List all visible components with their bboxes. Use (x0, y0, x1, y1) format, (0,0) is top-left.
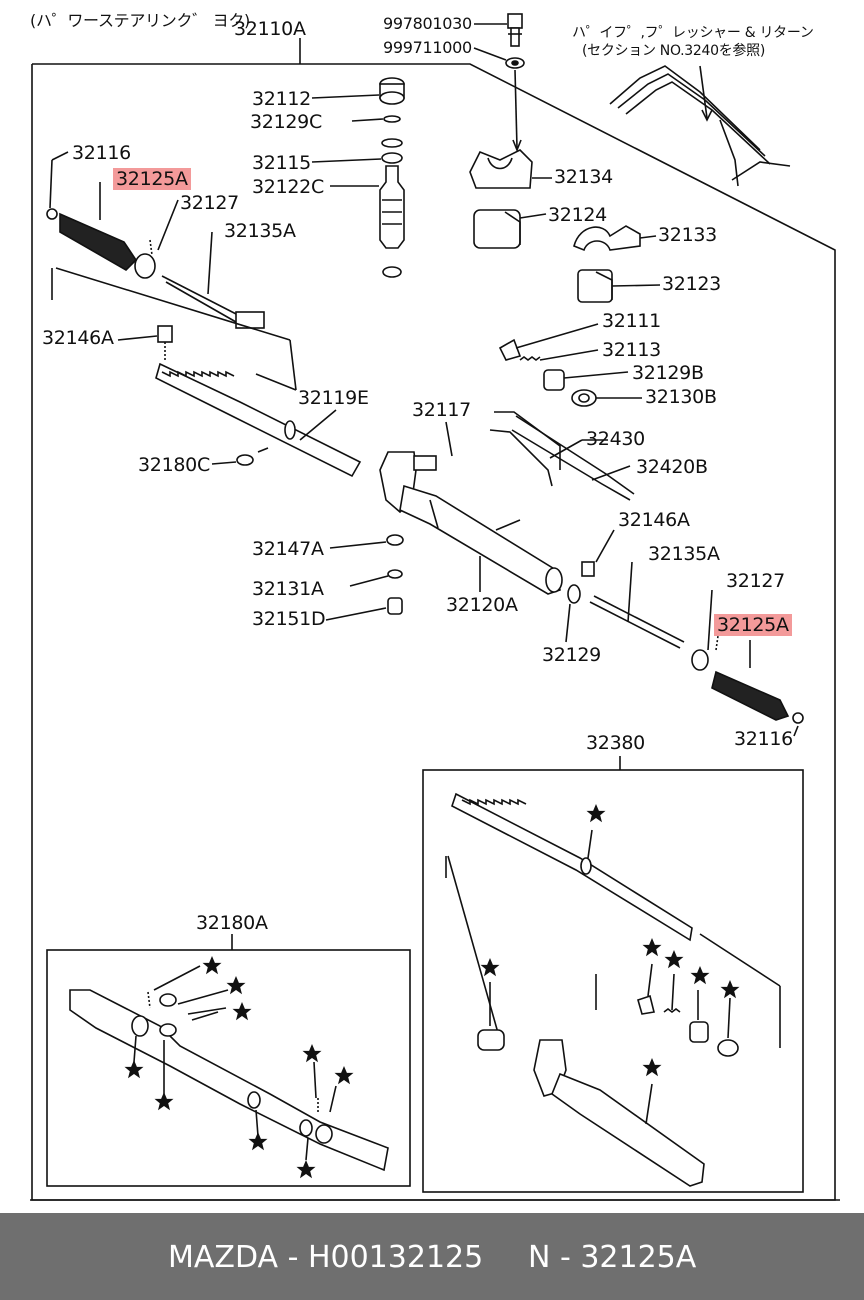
part-label-32116-right: 32116 (734, 728, 793, 750)
part-label-32130B: 32130B (645, 386, 717, 408)
part-label-32115: 32115 (252, 152, 311, 174)
part-label-32119E: 32119E (298, 387, 369, 409)
part-label-32116-top: 32116 (72, 142, 131, 164)
part-label-32180A: 32180A (196, 912, 268, 934)
pipe-note-line1: ハ゜イフ゜,フ゜レッシャー & リターン (572, 25, 814, 41)
part-label-997801030: 997801030 (383, 14, 472, 33)
part-label-32124: 32124 (548, 204, 607, 226)
assembly-frame (31, 63, 836, 1201)
part-label-32117: 32117 (412, 399, 471, 421)
footer-reference-code: N - 32125A (528, 1240, 697, 1275)
star-markers (124, 804, 740, 1179)
part-label-32110A: 32110A (234, 18, 306, 40)
part-label-32129C: 32129C (250, 111, 322, 133)
part-label-32123: 32123 (662, 273, 721, 295)
part-label-32180C: 32180C (138, 454, 210, 476)
part-label-32127-top: 32127 (180, 192, 239, 214)
part-label-32120A: 32120A (446, 594, 518, 616)
assembly-title: (ハ゜ワーステアリンク゛ ヨク) (30, 11, 250, 30)
part-label-32420B: 32420B (636, 456, 708, 478)
part-label-32129B: 32129B (632, 362, 704, 384)
steering-gear-exploded-diagram (30, 13, 840, 1201)
part-label-32135A-top: 32135A (224, 220, 296, 242)
part-label-32125A-top-highlighted: 32125A (113, 168, 191, 190)
part-label-32146A-left: 32146A (42, 327, 114, 349)
part-label-32133: 32133 (658, 224, 717, 246)
part-label-32129: 32129 (542, 644, 601, 666)
part-label-32127-right: 32127 (726, 570, 785, 592)
part-label-32147A: 32147A (252, 538, 324, 560)
footer-bar: MAZDA - H00132125 N - 32125A (0, 1213, 864, 1300)
part-label-32112: 32112 (252, 88, 311, 110)
part-label-32122C: 32122C (252, 176, 324, 198)
part-label-32131A: 32131A (252, 578, 324, 600)
part-label-32113: 32113 (602, 339, 661, 361)
part-label-32380: 32380 (586, 732, 645, 754)
part-label-32134: 32134 (554, 166, 613, 188)
pipe-note-line2: (セクション NO.3240を参照) (582, 43, 765, 59)
part-label-999711000: 999711000 (383, 38, 472, 57)
part-label-32125A-right-highlighted: 32125A (714, 614, 792, 636)
part-label-32430: 32430 (586, 428, 645, 450)
part-label-32151D: 32151D (252, 608, 326, 630)
part-label-32146A-right: 32146A (618, 509, 690, 531)
part-label-32111: 32111 (602, 310, 661, 332)
footer-brand-part-number: MAZDA - H00132125 (168, 1240, 484, 1275)
part-label-32135A-right: 32135A (648, 543, 720, 565)
